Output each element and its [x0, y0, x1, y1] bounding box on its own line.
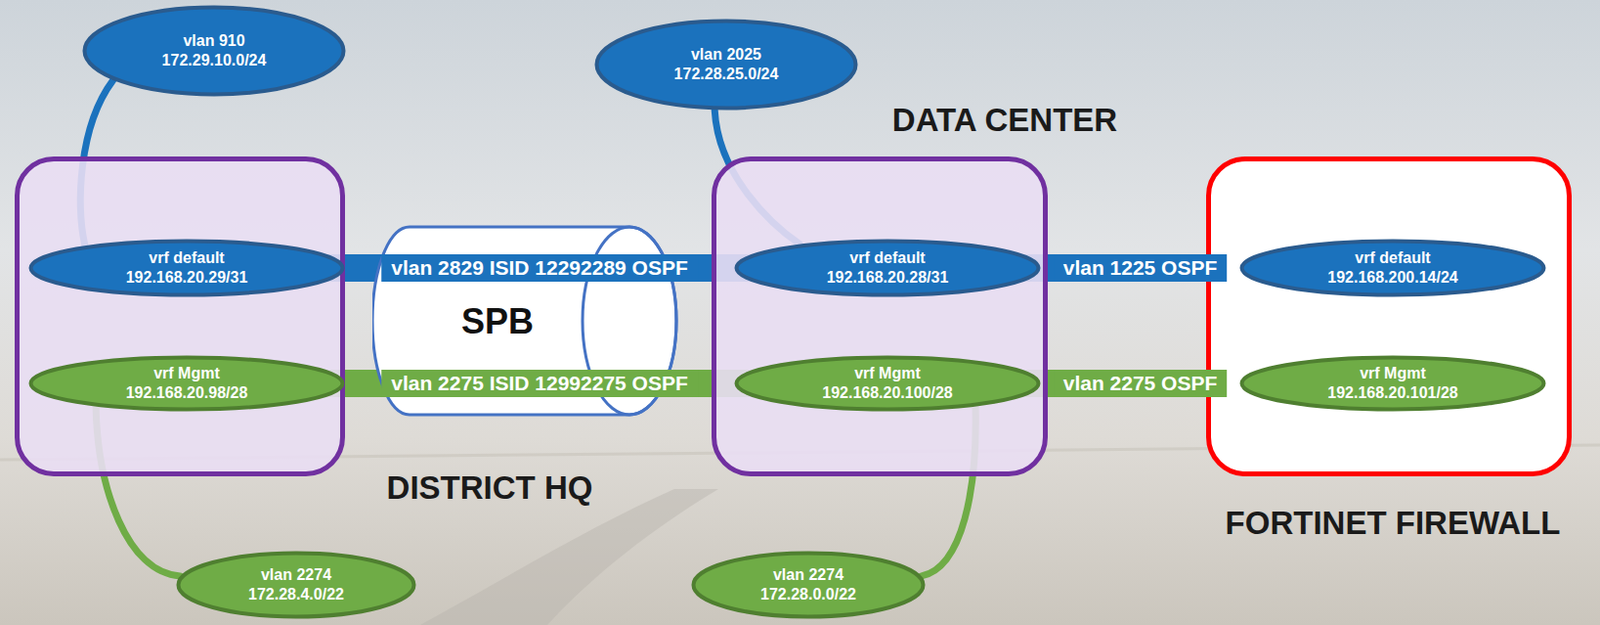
ellipse-shape [31, 357, 344, 410]
ellipse-outline [691, 550, 926, 619]
network-ellipse: vrf Mgmt192.168.20.100/28 [734, 354, 1041, 412]
ellipse-label: vrf default [1327, 248, 1458, 268]
ellipse-outline [1239, 354, 1547, 412]
ellipse-outline [82, 4, 346, 97]
ellipse-label: 192.168.20.29/31 [126, 267, 249, 288]
ellipse-shape [178, 553, 415, 617]
site-box: FORTINET FIREWALLvrf default192.168.200.… [1206, 156, 1572, 476]
ellipse-shape [736, 357, 1039, 410]
ellipse-outline [1239, 238, 1547, 298]
network-ellipse: vlan 2274172.28.0.0/22 [691, 550, 926, 619]
network-ellipse: vlan 2274172.28.4.0/22 [175, 550, 417, 619]
link-label: vlan 2275 OSPF [1053, 369, 1228, 397]
ellipse-shape [693, 553, 924, 617]
ellipse-label: 192.168.20.101/28 [1327, 383, 1458, 403]
ellipse-label: vlan 910 [162, 31, 267, 51]
road-shape [420, 488, 719, 625]
ellipse-label: 172.28.0.0/22 [760, 584, 857, 605]
ellipse-shape [1242, 241, 1545, 296]
ellipse-label: vlan 2274 [760, 564, 857, 585]
ellipse-text-group: vlan 910172.29.10.0/24 [162, 31, 267, 71]
ellipse-text-group: vlan 2025172.28.25.0/24 [674, 44, 779, 85]
ellipse-label: vlan 2274 [248, 564, 345, 585]
site-box: DISTRICT HQvrf default192.168.20.29/31vr… [14, 156, 346, 476]
ellipse-text-group: vrf Mgmt192.168.20.98/28 [126, 363, 249, 403]
ellipse-shape [736, 241, 1039, 296]
cylinder-face [582, 226, 677, 415]
ellipse-text-group: vrf default192.168.20.29/31 [126, 248, 249, 288]
ellipse-shape [597, 21, 857, 109]
ellipse-text-group: vrf default192.168.20.28/31 [826, 248, 950, 288]
link-label: vlan 1225 OSPF [1053, 254, 1228, 282]
network-ellipse: vrf default192.168.200.14/24 [1239, 238, 1547, 298]
site-heading: FORTINET FIREWALL [1225, 504, 1561, 542]
network-ellipse: vrf Mgmt192.168.20.101/28 [1239, 354, 1547, 412]
ellipse-label: 192.168.200.14/24 [1327, 267, 1458, 288]
network-ellipse: vrf Mgmt192.168.20.98/28 [28, 354, 346, 412]
ellipse-text-group: vrf default192.168.200.14/24 [1327, 248, 1458, 288]
site-heading: DISTRICT HQ [387, 469, 594, 507]
network-ellipse: vrf default192.168.20.28/31 [734, 238, 1041, 298]
site-heading: DATA CENTER [892, 101, 1118, 139]
ellipse-label: 192.168.20.100/28 [821, 383, 952, 403]
ellipse-label: vrf Mgmt [1327, 363, 1458, 384]
spb-cylinder: SPB [372, 224, 679, 417]
ellipse-label: 172.29.10.0/24 [162, 50, 267, 71]
network-ellipse: vlan 910172.29.10.0/24 [82, 4, 346, 97]
ellipse-outline [594, 18, 859, 111]
ellipse-label: 192.168.20.98/28 [126, 383, 249, 403]
cylinder-body [372, 226, 677, 415]
site-box: DATA CENTERvrf default192.168.20.28/31vr… [711, 156, 1048, 476]
ellipse-outline [28, 354, 346, 412]
ellipse-outline [28, 238, 346, 298]
ellipse-label: 172.28.4.0/22 [248, 584, 345, 605]
ellipse-text-group: vrf Mgmt192.168.20.100/28 [821, 363, 952, 403]
ellipse-shape [85, 7, 345, 95]
ellipse-label: 172.28.25.0/24 [674, 64, 779, 85]
network-ellipse: vlan 2025172.28.25.0/24 [594, 18, 859, 111]
ellipse-outline [734, 354, 1041, 412]
cylinder-label: SPB [461, 301, 534, 343]
ellipse-label: vrf Mgmt [821, 363, 952, 384]
network-ellipse: vrf default192.168.20.29/31 [28, 238, 346, 298]
ellipse-label: vlan 2025 [674, 44, 779, 65]
ellipse-text-group: vlan 2274172.28.0.0/22 [760, 564, 857, 605]
ellipse-text-group: vrf Mgmt192.168.20.101/28 [1327, 363, 1458, 403]
ellipse-shape [31, 241, 344, 296]
ellipse-label: 192.168.20.28/31 [826, 267, 950, 288]
ellipse-shape [1242, 357, 1545, 410]
ellipse-outline [175, 550, 417, 619]
ellipse-text-group: vlan 2274172.28.4.0/22 [248, 564, 345, 605]
ellipse-label: vrf Mgmt [126, 363, 249, 384]
ellipse-label: vrf default [126, 248, 249, 268]
ellipse-outline [734, 238, 1041, 298]
ellipse-label: vrf default [826, 248, 950, 268]
